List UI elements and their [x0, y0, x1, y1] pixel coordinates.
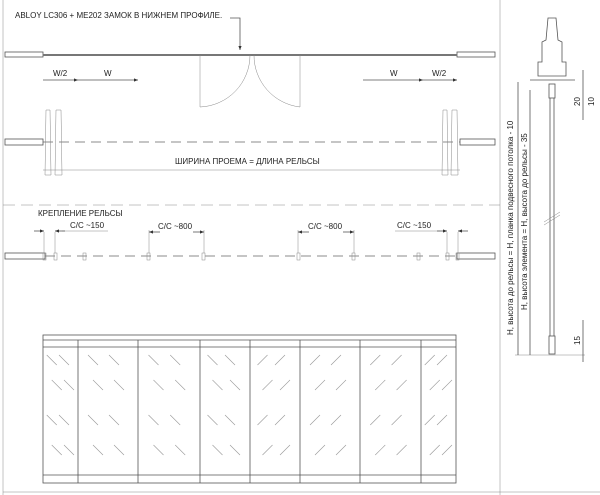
- dim-w-left: W: [104, 69, 112, 78]
- rail-fixing-plan: КРЕПЛЕНИЕ РЕЛЬСЫ C/C ~150 C/C ~800 C/C ~…: [4, 209, 496, 261]
- cc-150-left: C/C ~150: [70, 221, 105, 230]
- glass-hatch-mark: [153, 379, 164, 391]
- glass-hatch-mark: [396, 379, 407, 391]
- h-element-label: H, высота элемента = H, высота до рельсы…: [520, 133, 529, 310]
- glass-hatch-mark: [330, 414, 342, 426]
- glass-hatch-mark: [87, 414, 99, 426]
- cc-800-right: C/C ~800: [308, 222, 343, 231]
- glass-hatch-mark: [63, 444, 75, 456]
- glass-hatch-mark: [279, 444, 291, 456]
- glass-hatch-mark: [314, 444, 326, 456]
- glass-hatch-mark: [229, 379, 241, 391]
- glass-hatch-mark: [309, 414, 321, 426]
- dim-half-w-right: W/2: [432, 69, 447, 78]
- glass-hatch-mark: [391, 354, 402, 366]
- glass-hatch-mark: [207, 414, 218, 426]
- glass-hatch-mark: [370, 354, 381, 366]
- glass-hatch-mark: [108, 354, 120, 366]
- glass-hatch-mark: [207, 354, 218, 366]
- fixing-title: КРЕПЛЕНИЕ РЕЛЬСЫ: [38, 209, 123, 218]
- glass-hatch-mark: [46, 354, 57, 366]
- glass-hatch-mark: [212, 444, 223, 456]
- dim-w-right: W: [390, 69, 398, 78]
- glass-hatch-mark: [108, 414, 120, 426]
- glass-hatch-mark: [429, 379, 440, 391]
- glass-hatch-mark: [224, 354, 236, 366]
- glass-hatch-mark: [148, 354, 159, 366]
- glass-hatch-mark: [51, 379, 62, 391]
- glass-hatch-mark: [58, 354, 70, 366]
- glass-hatch-mark: [375, 379, 386, 391]
- glass-hatch-mark: [257, 354, 268, 366]
- glass-hatch-mark: [87, 354, 99, 366]
- cc-150-right: C/C ~150: [397, 221, 432, 230]
- glass-hatch-mark: [174, 379, 186, 391]
- glass-hatch-mark: [274, 354, 286, 366]
- glass-hatch-mark: [309, 354, 321, 366]
- glass-hatch-mark: [212, 379, 223, 391]
- plan-view-stacked: ШИРИНА ПРОЕМА = ДЛИНА РЕЛЬСЫ: [4, 109, 496, 176]
- section-view: H, высота до рельсы = H, планка подвесно…: [506, 17, 596, 362]
- glass-hatch-mark: [429, 444, 440, 456]
- glass-hatch-mark: [436, 354, 448, 366]
- glass-hatch-mark: [257, 414, 268, 426]
- glass-hatch-mark: [424, 414, 435, 426]
- dim-half-w-left: W/2: [53, 69, 68, 78]
- glass-hatch-mark: [51, 444, 62, 456]
- glass-hatch-mark: [314, 379, 326, 391]
- span-label: ШИРИНА ПРОЕМА = ДЛИНА РЕЛЬСЫ: [175, 157, 320, 166]
- glass-hatch-mark: [335, 444, 347, 456]
- glass-hatch-mark: [113, 379, 125, 391]
- glass-hatch-mark: [436, 414, 448, 426]
- glass-hatch-mark: [169, 414, 181, 426]
- glass-hatching: [46, 354, 453, 456]
- dim-20: 20: [573, 97, 582, 106]
- glass-hatch-mark: [58, 414, 70, 426]
- glass-hatch-mark: [330, 354, 342, 366]
- lock-note: ABLOY LC306 + ME202 ЗАМОК В НИЖНЕМ ПРОФИ…: [15, 11, 222, 20]
- glass-hatch-mark: [92, 444, 104, 456]
- dim-10: 10: [587, 97, 596, 106]
- cc-800-left: C/C ~800: [158, 222, 193, 231]
- glass-hatch-mark: [229, 444, 241, 456]
- dim-15: 15: [573, 336, 582, 345]
- glass-hatch-mark: [424, 354, 435, 366]
- glass-hatch-mark: [370, 414, 381, 426]
- glass-hatch-mark: [153, 444, 164, 456]
- h-rail-label: H, высота до рельсы = H, планка подвесно…: [506, 120, 515, 335]
- glass-hatch-mark: [169, 354, 181, 366]
- glass-hatch-mark: [375, 444, 386, 456]
- glass-hatch-mark: [262, 444, 273, 456]
- elevation-view: [42, 334, 457, 484]
- glass-hatch-mark: [391, 414, 402, 426]
- plan-view-doors: ABLOY LC306 + ME202 ЗАМОК В НИЖНЕМ ПРОФИ…: [4, 11, 496, 108]
- glass-hatch-mark: [46, 414, 57, 426]
- glass-hatch-mark: [148, 414, 159, 426]
- glass-hatch-mark: [396, 444, 407, 456]
- glass-hatch-mark: [441, 379, 453, 391]
- glass-hatch-mark: [335, 379, 347, 391]
- glass-hatch-mark: [63, 379, 75, 391]
- glass-hatch-mark: [441, 444, 453, 456]
- glass-hatch-mark: [224, 414, 236, 426]
- glass-hatch-mark: [113, 444, 125, 456]
- glass-hatch-mark: [92, 379, 104, 391]
- glass-hatch-mark: [279, 379, 291, 391]
- glass-hatch-mark: [274, 414, 286, 426]
- glass-hatch-mark: [262, 379, 273, 391]
- glass-hatch-mark: [174, 444, 186, 456]
